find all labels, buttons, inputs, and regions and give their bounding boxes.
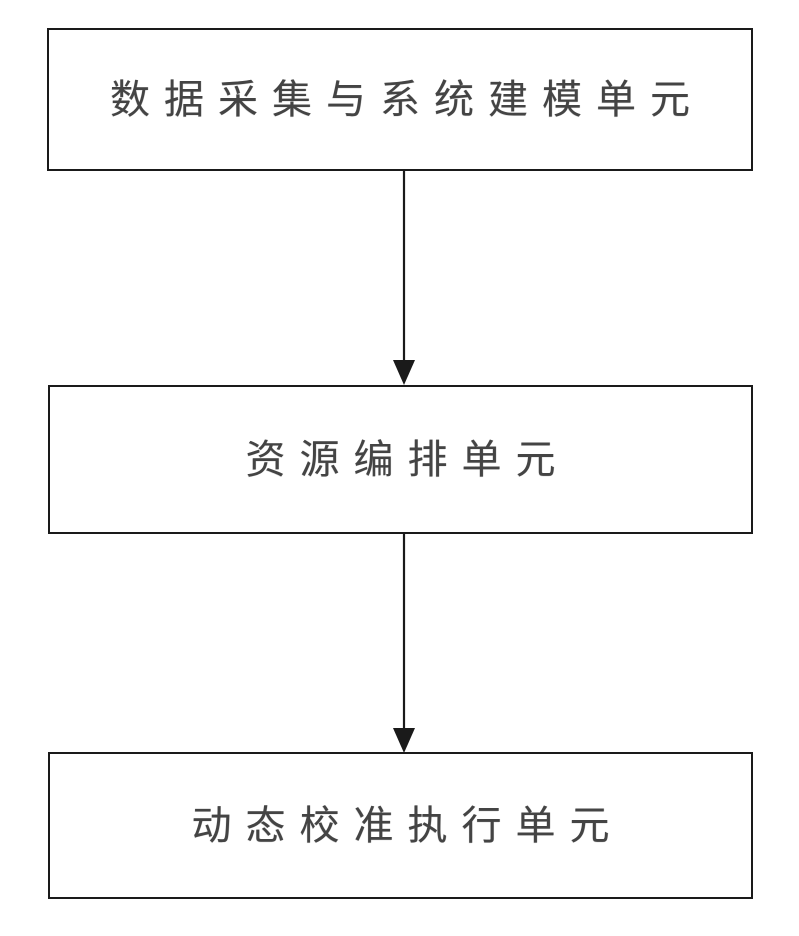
node-resource-orchestration-unit: 资源编排单元 (48, 385, 753, 534)
connector-arrow-data-acquisition-to-resource-orchestration (391, 170, 417, 386)
connector-arrow-resource-orchestration-to-dynamic-calibration (391, 533, 417, 754)
node-label: 数据采集与系统建模单元 (110, 76, 704, 123)
node-dynamic-calibration-execution-unit: 动态校准执行单元 (48, 752, 753, 899)
node-label: 资源编排单元 (245, 436, 570, 483)
node-label: 动态校准执行单元 (191, 802, 624, 849)
node-data-acquisition-and-system-modeling-unit: 数据采集与系统建模单元 (47, 28, 753, 171)
